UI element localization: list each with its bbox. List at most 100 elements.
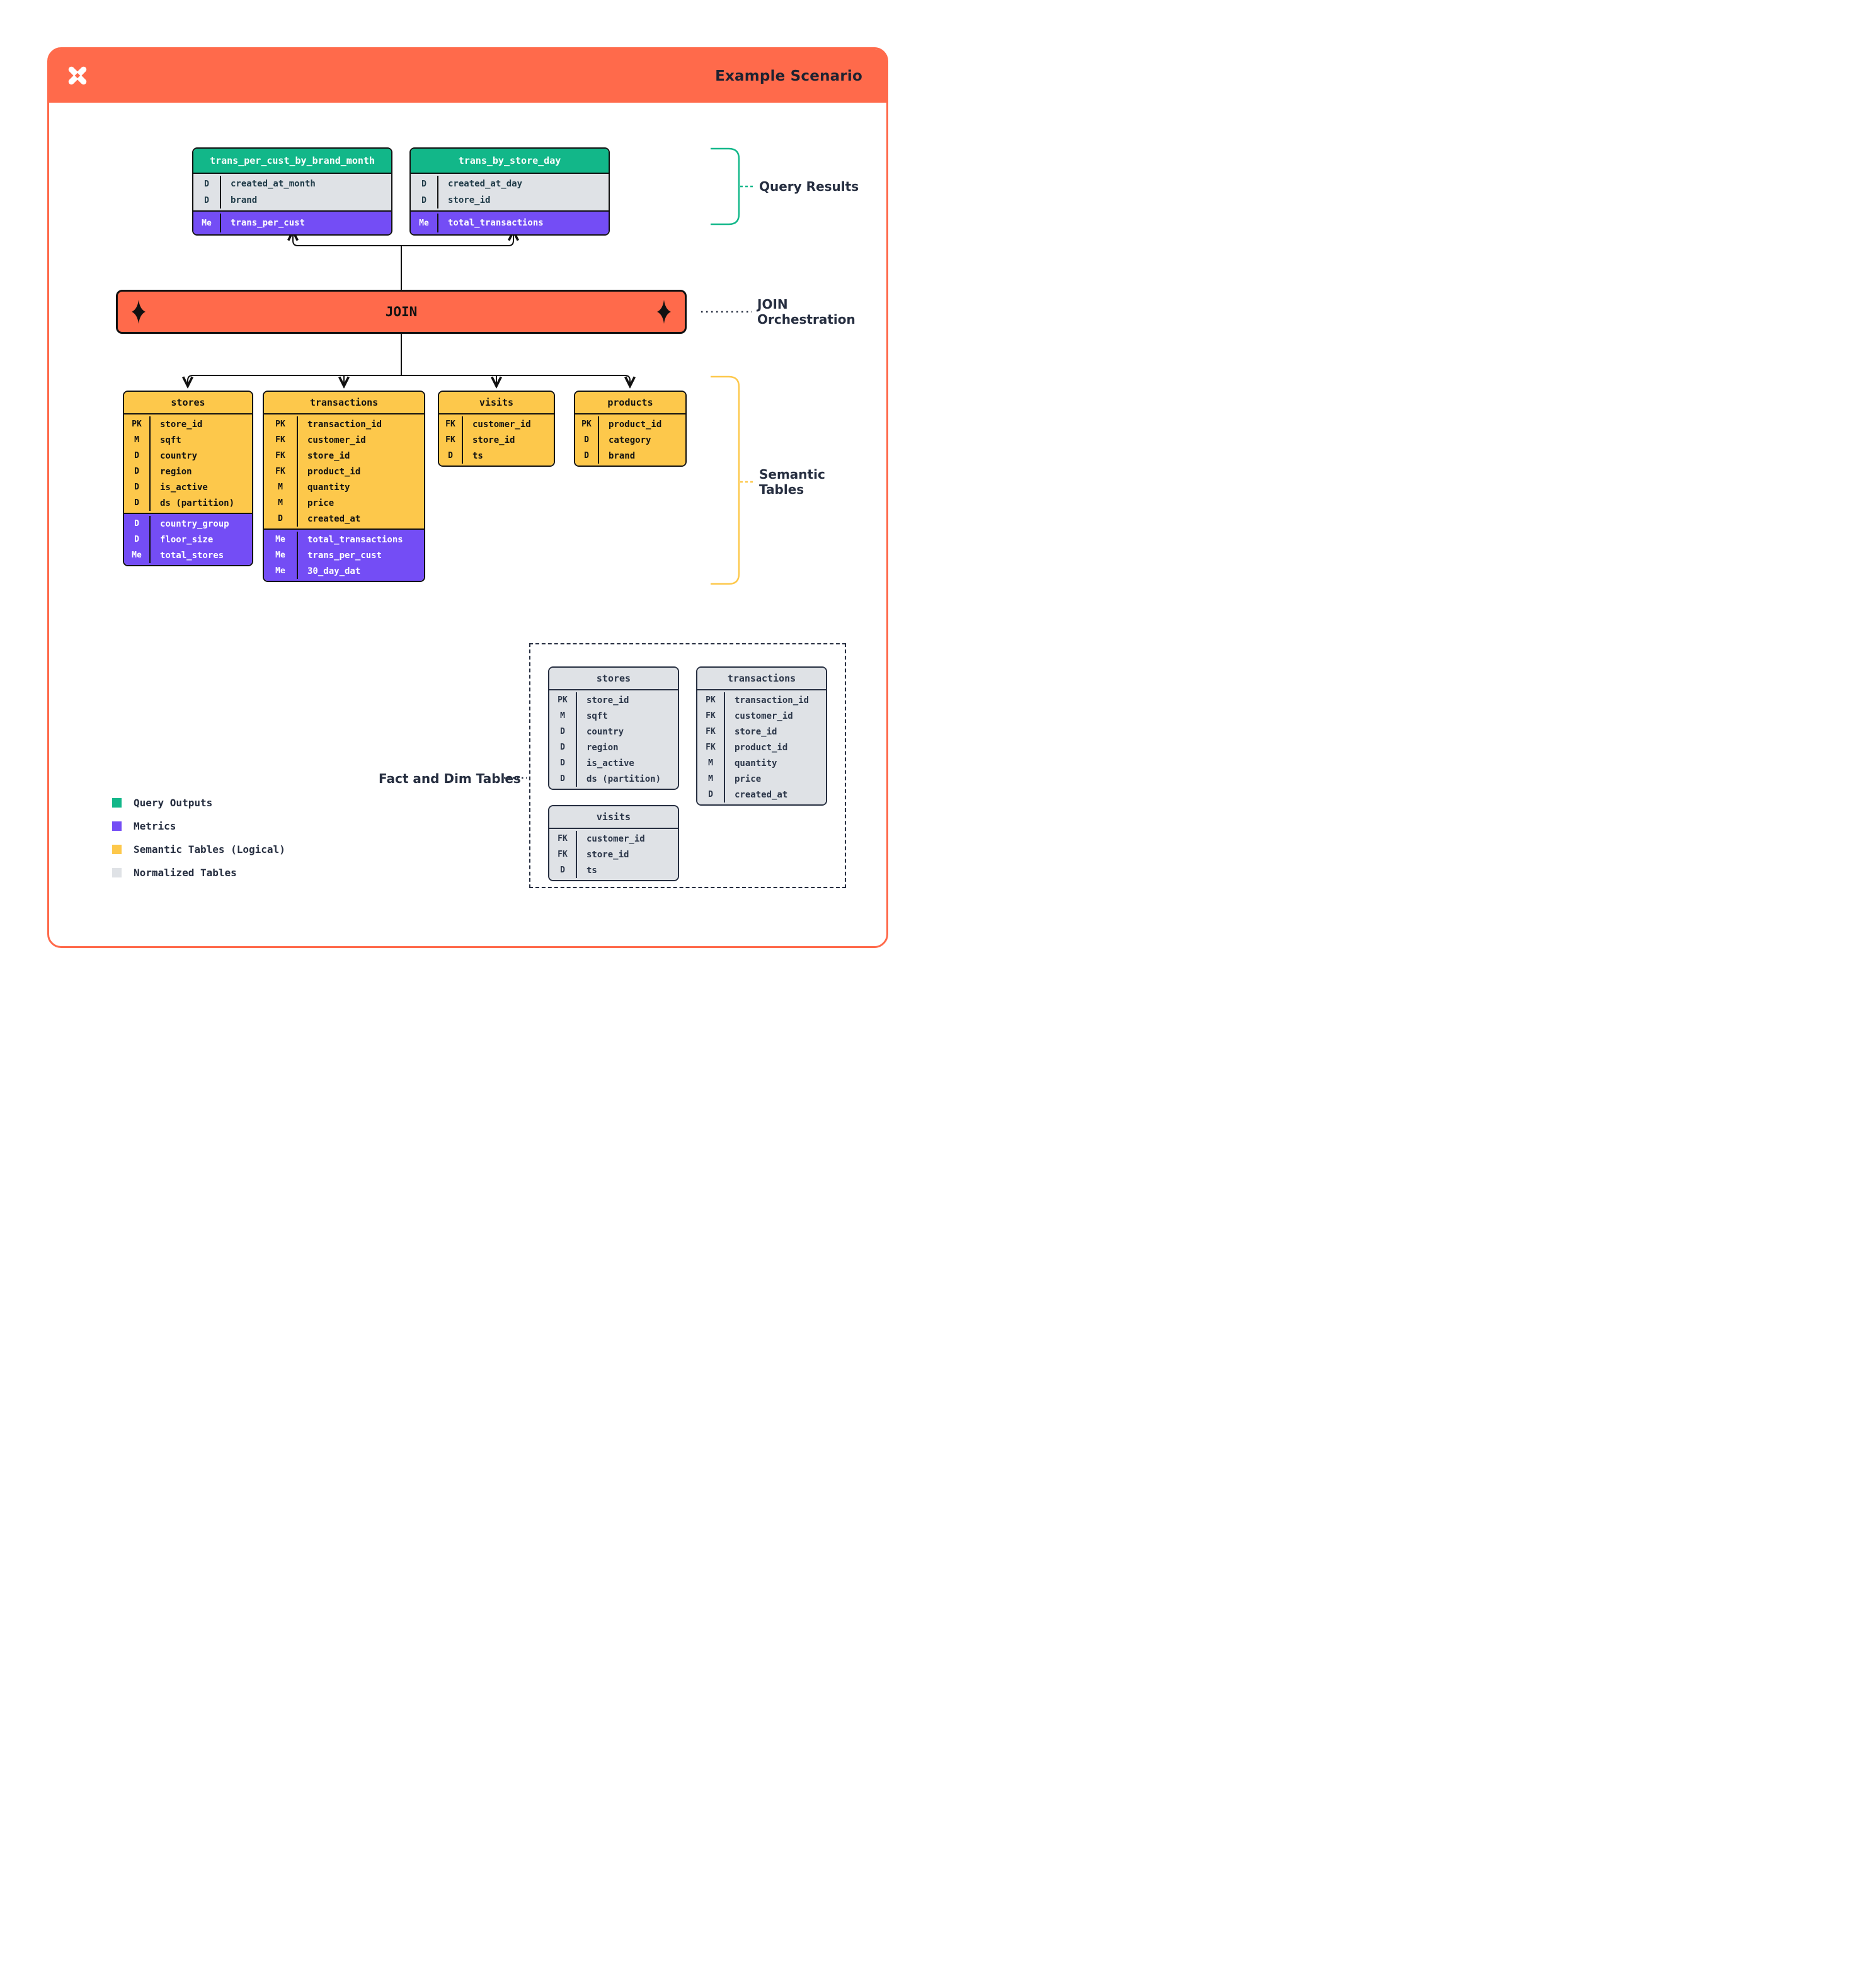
row-key-badge: M	[549, 708, 577, 724]
semantic-tables-label-line2: Tables	[759, 482, 804, 497]
row-field-name: quantity	[307, 482, 350, 493]
row-field-name: price	[307, 498, 335, 508]
row-key-badge: FK	[439, 416, 463, 432]
row-key-badge: FK	[264, 464, 298, 479]
row-key-badge: Me	[124, 547, 151, 563]
row-key-badge: D	[411, 176, 438, 192]
row-key-badge: D	[264, 511, 298, 527]
legend-item: Query Outputs	[112, 791, 285, 814]
row-field-name: is_active	[586, 758, 634, 768]
row-key-badge: D	[549, 724, 577, 740]
fact-dim-group-box	[529, 643, 846, 888]
row-field-name: country	[586, 726, 624, 737]
legend-label: Normalized Tables	[134, 867, 237, 879]
table-title: stores	[549, 668, 678, 689]
row-key-badge: Me	[264, 547, 298, 563]
row-field-name: customer_id	[472, 419, 531, 430]
row-field-name: brand	[231, 195, 258, 205]
row-key-badge: FK	[264, 448, 298, 464]
diamond-spark-icon	[132, 300, 146, 324]
row-field-name: sqft	[160, 435, 181, 445]
legend-swatch	[112, 798, 122, 808]
dbt-star-logo-icon	[68, 66, 87, 85]
table-title: visits	[439, 392, 554, 413]
row-key-badge: D	[575, 432, 599, 448]
table-title: stores	[124, 392, 252, 413]
row-field-name: total_transactions	[448, 218, 544, 228]
row-key-badge: PK	[264, 416, 298, 432]
row-field-name: customer_id	[735, 711, 793, 721]
row-key-badge: FK	[697, 740, 725, 755]
row-field-name: region	[160, 466, 192, 477]
row-field-name: created_at_day	[448, 179, 523, 189]
row-field-name: brand	[609, 450, 636, 461]
row-key-badge: FK	[697, 724, 725, 740]
legend-swatch	[112, 845, 122, 854]
row-key-badge: D	[193, 192, 221, 209]
row-field-name: quantity	[735, 758, 777, 768]
row-key-badge: M	[697, 771, 725, 787]
row-key-badge: M	[124, 432, 151, 448]
row-field-name: customer_id	[586, 833, 645, 844]
row-field-name: floor_size	[160, 534, 214, 545]
row-field-name: trans_per_cust	[231, 218, 306, 228]
row-field-name: store_id	[160, 419, 203, 430]
legend-item: Semantic Tables (Logical)	[112, 838, 285, 861]
row-field-name: ts	[586, 865, 597, 876]
row-key-badge: M	[697, 755, 725, 771]
row-key-badge: D	[193, 176, 221, 192]
row-field-name: ts	[472, 450, 483, 461]
table-row: FK customer_id	[439, 416, 554, 432]
row-key-badge: D	[411, 192, 438, 209]
row-key-badge: Me	[264, 563, 298, 579]
table-title: transactions	[264, 392, 424, 413]
row-field-name: ds (partition)	[586, 774, 661, 784]
diagram-canvas: { "header": { "title": "Example Scenario…	[0, 0, 936, 994]
row-key-badge: D	[575, 448, 599, 464]
legend-item: Normalized Tables	[112, 861, 285, 884]
card-header: Example Scenario	[49, 49, 886, 103]
row-field-name: transaction_id	[735, 695, 810, 706]
row-key-badge: FK	[439, 432, 463, 448]
join-orchestration-label-line2: Orchestration	[757, 312, 855, 327]
